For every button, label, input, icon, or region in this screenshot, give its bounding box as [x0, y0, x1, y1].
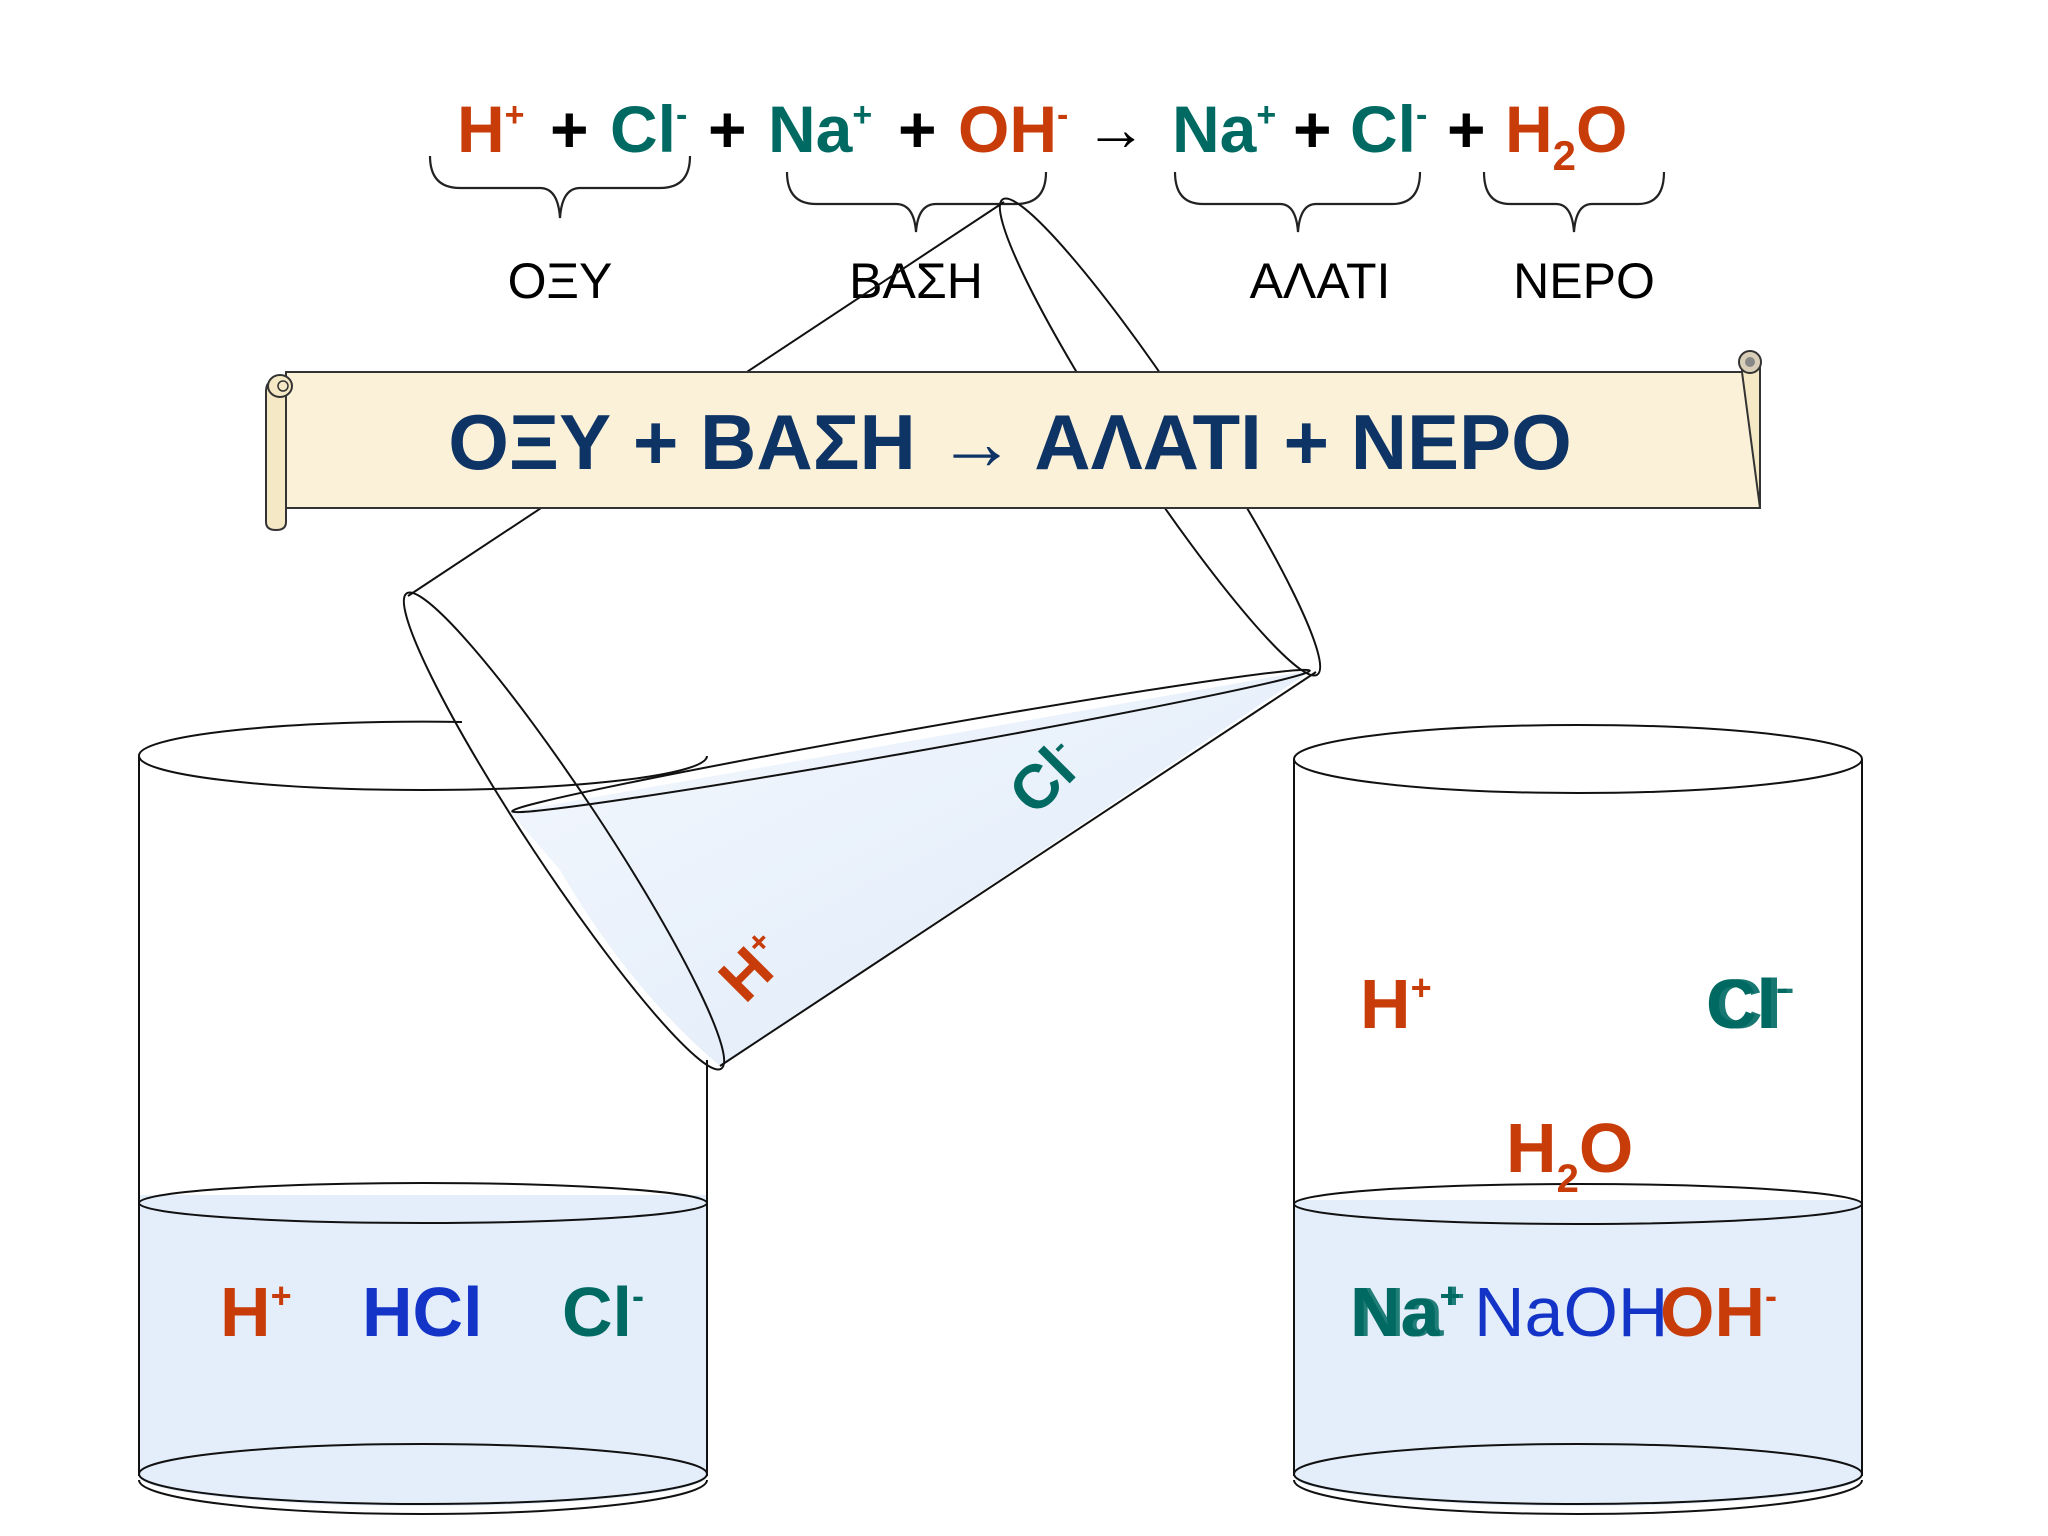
right-beaker-base — [1293, 1479, 1863, 1515]
eq-plus-3: + — [898, 92, 937, 166]
label-water: ΝΕΡΟ — [1513, 253, 1655, 309]
eq-h-ion: H+ — [457, 92, 525, 166]
right-beaker: H+ Cl- Cl- H2O Na+ Na+ NaOH OH- — [1293, 724, 1863, 1515]
label-salt: ΑΛΑΤΙ — [1250, 253, 1391, 309]
eq-arrow: → — [1085, 95, 1147, 164]
right-naoh: NaOH — [1474, 1273, 1668, 1351]
summary-scroll: ΟΞΥ + ΒΑΣΗ → ΑΛΑΤΙ + ΝΕΡΟ — [265, 350, 1762, 532]
left-beaker-rim-back — [137, 720, 463, 757]
eq-cl-ion: Cl- — [610, 92, 687, 166]
left-beaker-rim-front — [138, 755, 708, 791]
brace-base — [785, 171, 1048, 233]
eq-plus-4: + — [1293, 92, 1332, 166]
left-beaker-liquid-surface — [138, 1182, 708, 1224]
right-beaker-bottom — [1293, 1443, 1863, 1505]
eq-plus-2: + — [708, 92, 747, 166]
scroll-body — [285, 371, 1761, 509]
label-base: ΒΑΣΗ — [849, 253, 983, 309]
right-water: H2O — [1506, 1109, 1633, 1201]
right-cl-ion-shadow: Cl- — [1712, 965, 1794, 1043]
right-na-ion: Na+ — [1350, 1273, 1461, 1351]
left-beaker-liquid — [139, 1195, 707, 1506]
left-h-ion: H+ — [220, 1273, 292, 1351]
brace-acid — [428, 155, 692, 219]
right-beaker-rim — [1293, 724, 1863, 794]
funnel-cone: H+ Cl- — [402, 197, 1322, 1071]
brace-salt — [1173, 171, 1422, 233]
group-braces — [428, 155, 1666, 233]
cone-liquid-surface — [511, 668, 1311, 814]
left-hcl: HCl — [362, 1273, 483, 1351]
left-beaker-bottom — [138, 1443, 708, 1505]
cone-edge-lower — [719, 671, 1317, 1067]
category-labels: ΟΞΥ ΒΑΣΗ ΑΛΑΤΙ ΝΕΡΟ — [508, 253, 1655, 309]
eq-na-product: Na+ — [1172, 92, 1276, 166]
eq-plus-1: + — [550, 92, 589, 166]
brace-water — [1482, 171, 1666, 233]
eq-plus-5: + — [1447, 92, 1486, 166]
right-h-ion: H+ — [1360, 965, 1432, 1043]
left-beaker-base — [138, 1479, 708, 1515]
left-cl-ion: Cl- — [562, 1273, 644, 1351]
right-cl-ion: Cl- — [1706, 965, 1788, 1043]
eq-cl-product: Cl- — [1350, 92, 1427, 166]
label-acid: ΟΞΥ — [508, 253, 613, 309]
right-oh-ion: OH- — [1660, 1273, 1777, 1351]
eq-na-ion: Na+ — [768, 92, 872, 166]
cone-liquid — [510, 670, 1312, 1066]
eq-water: H2O — [1505, 92, 1627, 179]
ionic-equation: H+ + Cl- + Na+ + OH- → Na+ + Cl- + H2O — [457, 92, 1627, 179]
left-beaker: H+ HCl Cl- — [137, 720, 708, 1515]
cone-rim — [402, 591, 726, 1071]
right-na-ion-shadow: Na+ — [1354, 1273, 1465, 1351]
right-beaker-liquid-surface — [1293, 1183, 1863, 1225]
right-beaker-liquid — [1294, 1200, 1862, 1506]
scroll-text: ΟΞΥ + ΒΑΣΗ → ΑΛΑΤΙ + ΝΕΡΟ — [448, 398, 1572, 486]
eq-oh-ion: OH- — [958, 92, 1068, 166]
scroll-curl-left — [265, 381, 287, 532]
